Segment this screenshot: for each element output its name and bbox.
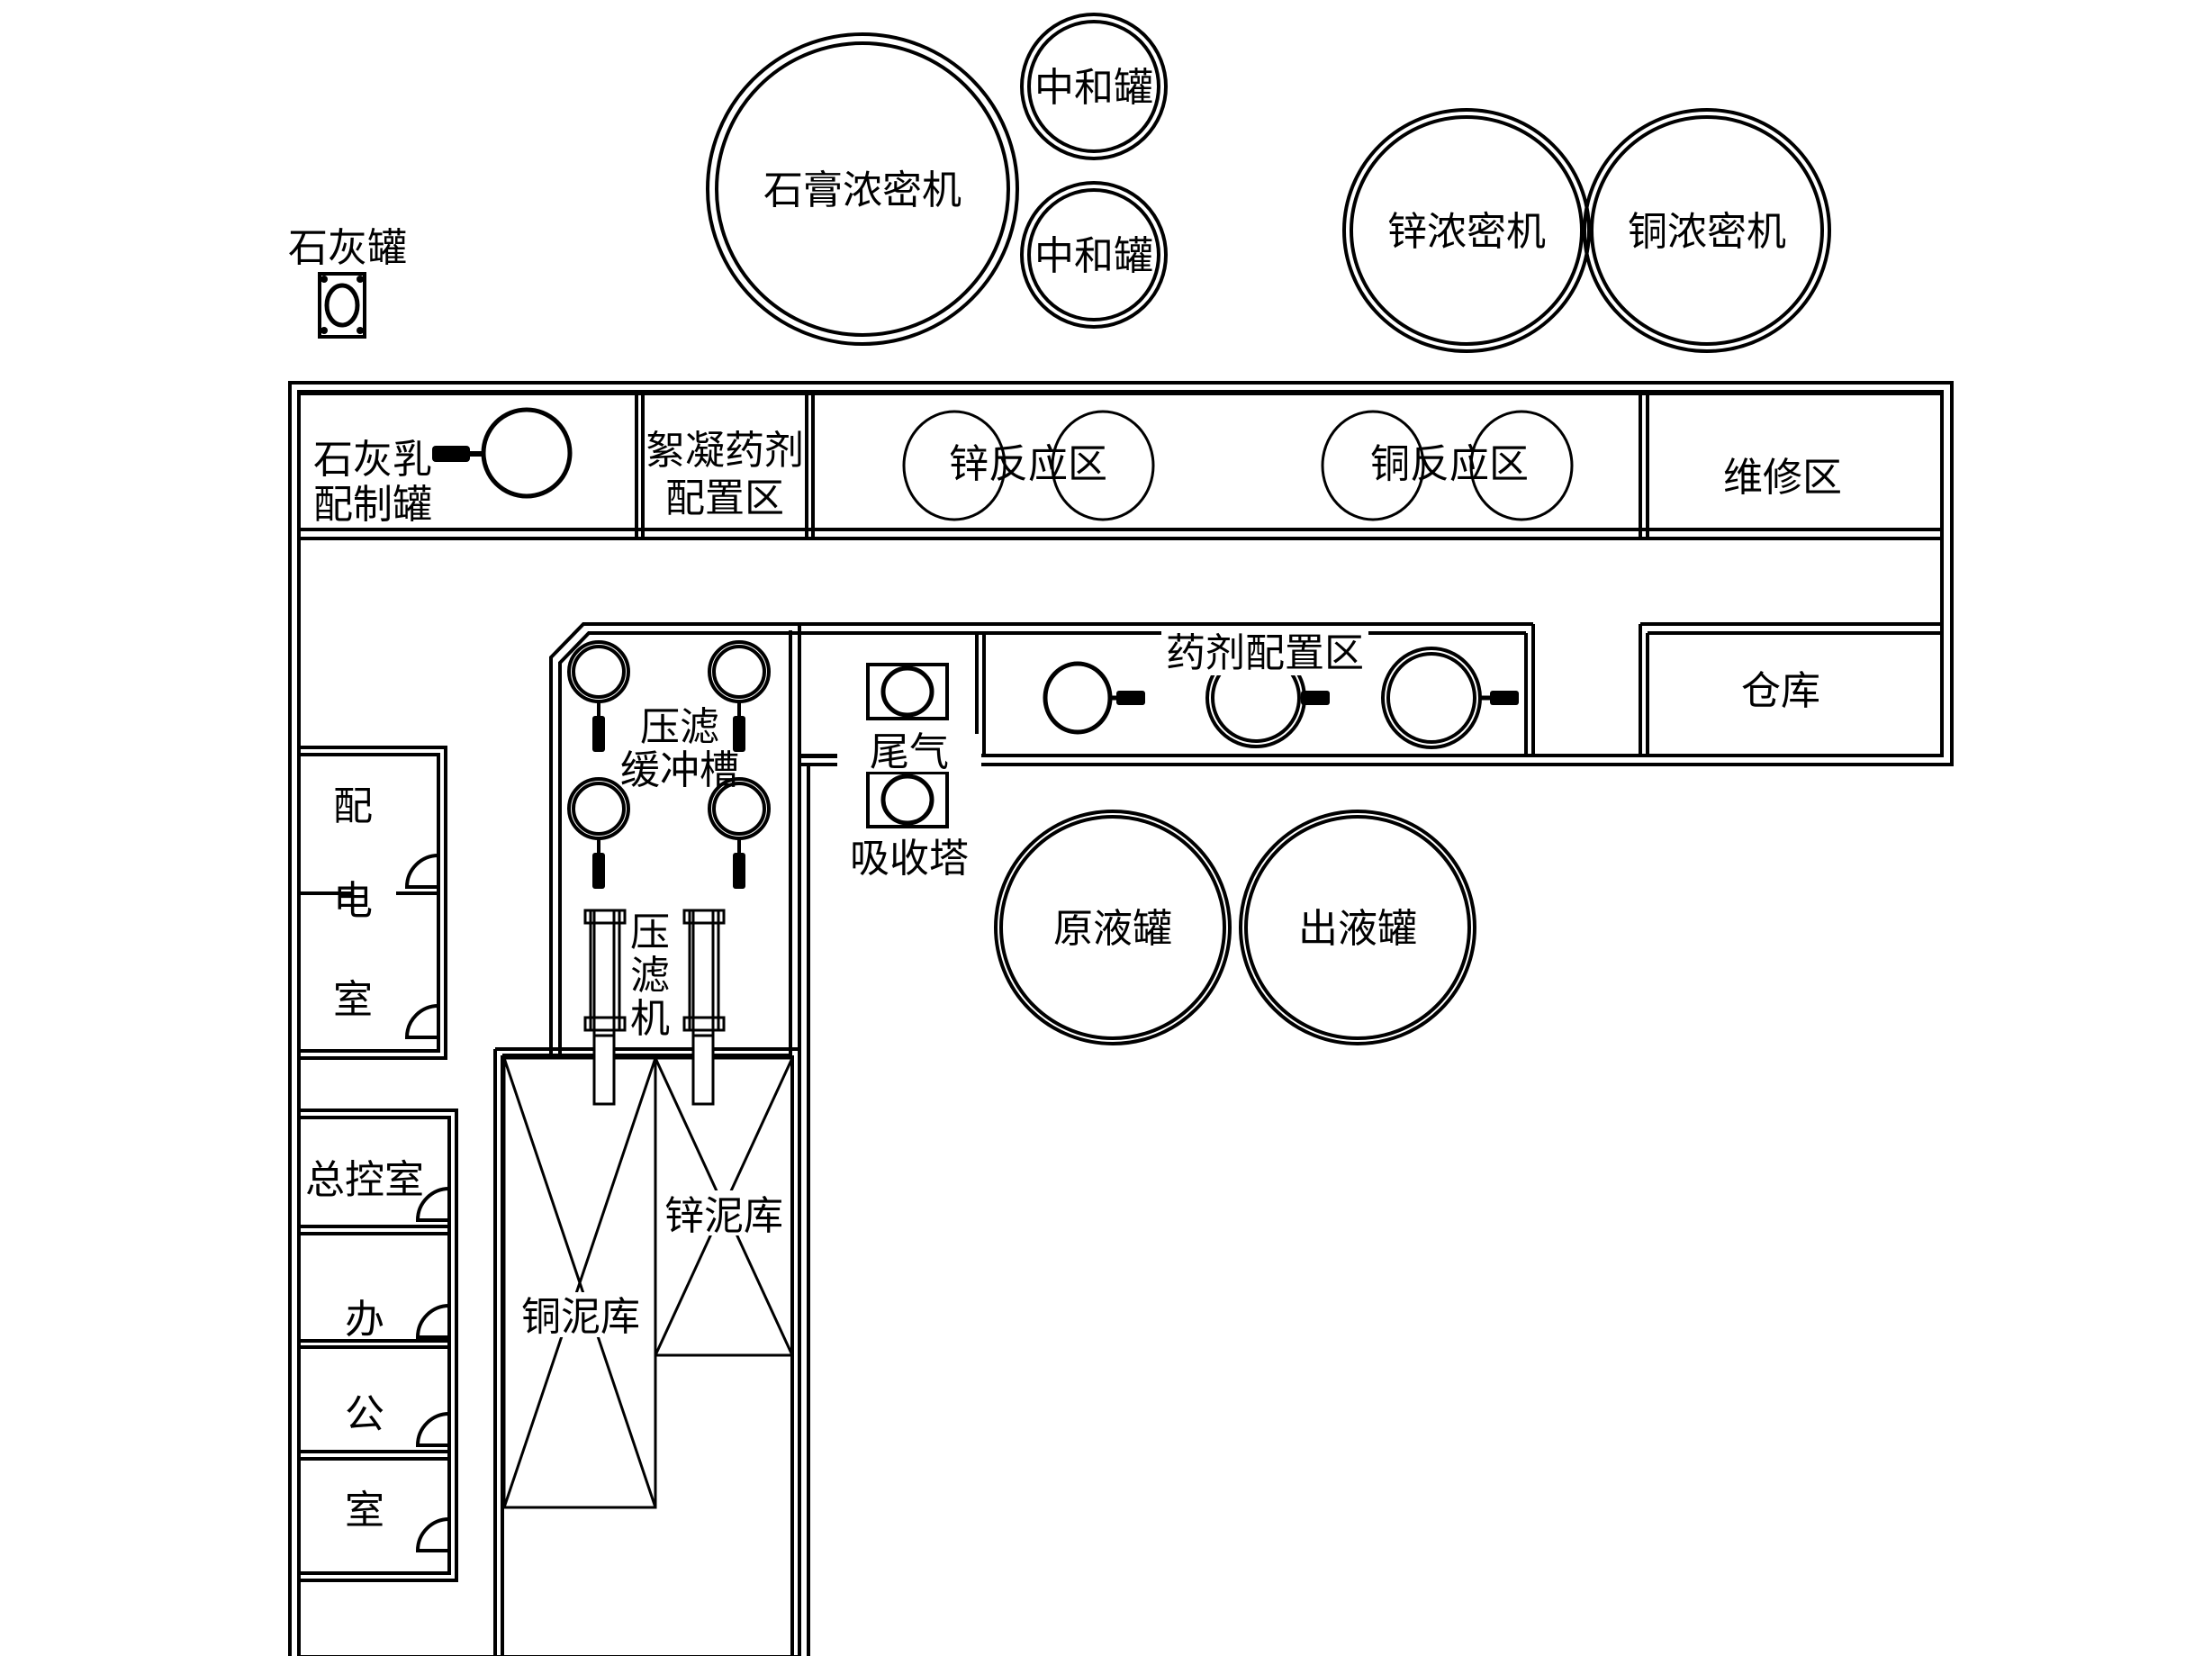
lime-milk-label-line2: 配制罐 bbox=[313, 482, 432, 528]
room-flocculant-prep: 絮凝药剂 配置区 bbox=[646, 428, 804, 521]
exhaust-absorber-label-line2: 吸收塔 bbox=[850, 836, 969, 882]
flocculant-label-line1: 絮凝药剂 bbox=[646, 428, 804, 474]
exhaust-absorber: 尾气 吸收塔 bbox=[837, 663, 981, 882]
flocculant-label-line2: 配置区 bbox=[665, 475, 784, 521]
filter-press-icon bbox=[583, 909, 627, 1106]
filter-buffer-label-line2: 缓冲槽 bbox=[620, 747, 739, 793]
copper-thickener-label: 铜浓密机 bbox=[1628, 209, 1786, 255]
outlet-liquid-tank: 出液罐 bbox=[1239, 810, 1476, 1045]
lime-tank-base-icon bbox=[318, 272, 366, 339]
neutralization-tank-1: 中和罐 bbox=[1020, 13, 1168, 160]
filter-buffer-label-line1: 压滤 bbox=[640, 704, 719, 750]
lime-tank: 石灰罐 bbox=[288, 225, 407, 339]
filter-press-label-1: 压 bbox=[630, 909, 670, 955]
lime-tank-vessel-icon bbox=[324, 283, 360, 328]
lime-milk-label-line1: 石灰乳 bbox=[313, 437, 432, 483]
room-copper-reaction: 铜反应区 bbox=[1321, 410, 1574, 521]
building-inner-wall bbox=[297, 390, 1944, 1656]
zinc-thickener: 锌浓密机 bbox=[1342, 108, 1591, 353]
filter-press-icon bbox=[682, 909, 726, 1106]
office-label-2: 公 bbox=[345, 1391, 384, 1437]
zinc-reaction-label: 锌反应区 bbox=[949, 441, 1107, 487]
raw-liquid-tank-label: 原液罐 bbox=[1053, 906, 1172, 952]
control-room-label: 总控室 bbox=[305, 1157, 424, 1203]
filter-buffer-zone: 压滤 缓冲槽 bbox=[567, 640, 771, 889]
buffer-tank-icon bbox=[567, 777, 630, 889]
copper-sludge-label: 铜泥库 bbox=[521, 1294, 640, 1340]
sludge-storage: 铜泥库 锌泥库 bbox=[493, 1034, 799, 1656]
buffer-tank-icon bbox=[567, 640, 630, 752]
agitator-motor-icon bbox=[432, 446, 470, 462]
room-zinc-reaction: 锌反应区 bbox=[902, 410, 1155, 521]
copper-reaction-label: 铜反应区 bbox=[1370, 441, 1529, 487]
office-label-3: 室 bbox=[345, 1488, 384, 1534]
room-reagent-prep: 药剂配置区 bbox=[1043, 630, 1519, 749]
buffer-tank-icon bbox=[708, 777, 771, 889]
neutralization-tank-2-label: 中和罐 bbox=[1034, 233, 1153, 279]
building-outer-wall bbox=[288, 381, 1954, 1656]
zinc-sludge-bay: 锌泥库 bbox=[654, 1056, 794, 1357]
copper-sludge-bay: 铜泥库 bbox=[502, 1056, 657, 1509]
room-power-distribution: 配 电 室 bbox=[299, 746, 447, 1060]
maintenance-label: 维修区 bbox=[1723, 455, 1842, 501]
warehouse-label: 仓库 bbox=[1741, 668, 1820, 714]
filter-press-label-2: 滤 bbox=[630, 953, 670, 999]
neutralization-tank-1-label: 中和罐 bbox=[1034, 65, 1153, 111]
room-warehouse: 仓库 bbox=[1741, 668, 1820, 714]
copper-thickener: 铜浓密机 bbox=[1583, 108, 1831, 353]
power-room-label-1: 配 bbox=[333, 783, 373, 829]
room-maintenance: 维修区 bbox=[1723, 455, 1842, 501]
filter-press-zone: 压 滤 机 bbox=[583, 909, 726, 1106]
exhaust-absorber-label-line1: 尾气 bbox=[870, 729, 949, 775]
room-control-and-office: 总控室 办 公 室 bbox=[299, 1109, 458, 1582]
zinc-thickener-label: 锌浓密机 bbox=[1387, 209, 1546, 255]
raw-liquid-tank: 原液罐 bbox=[994, 810, 1232, 1045]
gypsum-thickener-label: 石膏浓密机 bbox=[763, 167, 962, 213]
power-room-label-3: 室 bbox=[333, 977, 373, 1023]
power-room-label-2: 电 bbox=[333, 878, 373, 924]
zinc-sludge-label: 锌泥库 bbox=[664, 1193, 783, 1239]
gypsum-thickener: 石膏浓密机 bbox=[706, 32, 1019, 346]
room-lime-milk-prep: 石灰乳 配制罐 bbox=[313, 407, 573, 528]
lime-tank-label: 石灰罐 bbox=[288, 225, 407, 271]
filter-press-label-3: 机 bbox=[630, 996, 670, 1042]
buffer-tank-icon bbox=[708, 640, 771, 752]
lime-milk-tank-icon bbox=[481, 407, 573, 499]
office-label-1: 办 bbox=[345, 1297, 384, 1343]
outlet-liquid-tank-label: 出液罐 bbox=[1298, 906, 1417, 952]
reagent-prep-label: 药剂配置区 bbox=[1166, 630, 1364, 676]
neutralization-tank-2: 中和罐 bbox=[1020, 181, 1168, 329]
